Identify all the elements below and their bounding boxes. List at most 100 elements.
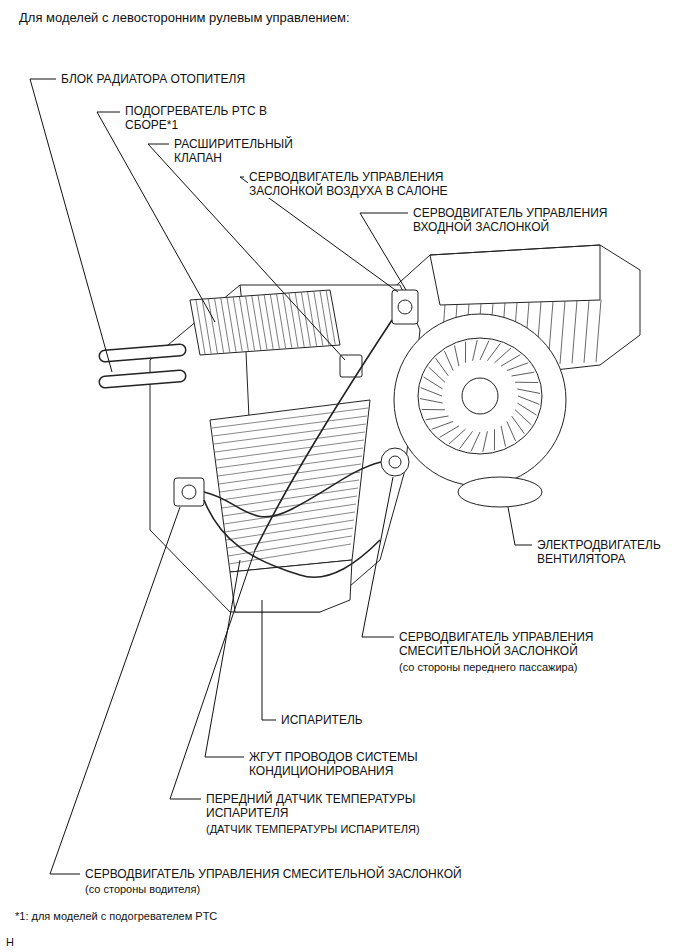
- fan-blade: [507, 363, 528, 371]
- servo-motor: [392, 290, 418, 324]
- fan-blade: [432, 421, 453, 429]
- servo-gear: [398, 300, 412, 314]
- part-label: ПЕРЕДНИЙ ДАТЧИК ТЕМПЕРАТУРЫ ИСПАРИТЕЛЯ: [205, 792, 452, 820]
- pipe: [105, 376, 180, 382]
- page-title: Для моделей с левосторонним рулевым упра…: [18, 10, 351, 26]
- fan-blade: [454, 345, 458, 366]
- evaporator: [210, 400, 370, 572]
- fin: [227, 528, 353, 548]
- fin: [326, 291, 335, 345]
- fan-blade: [517, 389, 540, 393]
- fan-blade: [460, 431, 473, 448]
- fan-blade: [449, 429, 465, 444]
- fan-blade: [494, 429, 495, 450]
- fan-blade: [471, 432, 480, 451]
- fan-hub: [462, 378, 498, 414]
- leader-line: [205, 560, 244, 757]
- leader-line: [262, 600, 276, 720]
- fin: [213, 416, 367, 436]
- fin: [212, 408, 368, 428]
- fin: [215, 432, 365, 452]
- part-label: БЛОК РАДИАТОРА ОТОПИТЕЛЯ: [60, 72, 246, 86]
- servo-motor: [174, 478, 204, 506]
- heater-fins: [196, 291, 335, 354]
- fan-blade: [501, 426, 505, 447]
- slat: [560, 301, 565, 364]
- fin: [218, 456, 362, 476]
- part-label: СЕРВОДВИГАТЕЛЬ УПРАВЛЕНИЯ ВХОДНОЙ ЗАСЛОН…: [412, 206, 646, 234]
- fan-blade: [501, 355, 520, 366]
- fin: [223, 496, 357, 516]
- fan-wheel: [418, 338, 542, 454]
- evaporator-fins: [212, 408, 368, 564]
- leader-line: [170, 550, 255, 799]
- leader-line: [30, 79, 112, 372]
- servo-motor: [381, 448, 409, 476]
- wire-harness: [204, 500, 380, 577]
- fan-blade: [440, 426, 459, 437]
- fin: [225, 512, 355, 532]
- fan-blade: [426, 416, 449, 420]
- leader-line: [508, 507, 532, 545]
- fan-blade: [421, 388, 442, 396]
- fan-blade: [512, 416, 525, 434]
- fin: [216, 440, 364, 460]
- fan-blade: [424, 377, 443, 389]
- fan-blade: [515, 410, 531, 425]
- duct-top: [430, 245, 600, 305]
- part-label: *1: для моделей с подогревателем PTC: [14, 910, 218, 923]
- wire-harness: [204, 462, 381, 517]
- blower-scroll: [394, 314, 566, 486]
- fin: [226, 520, 354, 540]
- fan-blades: [420, 340, 540, 452]
- part-label: РАСШИРИТЕЛЬНЫЙ КЛАПАН: [173, 137, 305, 165]
- fin: [229, 544, 351, 564]
- part-label: H: [5, 936, 15, 949]
- fin: [228, 536, 352, 556]
- part-label: (со стороны переднего пассажира): [398, 661, 578, 674]
- fan-blade: [507, 421, 516, 441]
- pipe: [105, 350, 180, 356]
- part-label: ЭЛЕКТРОДВИГАТЕЛЬ ВЕНТИЛЯТОРА: [536, 538, 686, 566]
- fan-blade: [518, 396, 539, 404]
- leader-line: [362, 477, 394, 637]
- pipe: [105, 376, 180, 382]
- fan-blade: [422, 409, 445, 410]
- leader-line: [50, 507, 180, 874]
- fin: [224, 504, 356, 524]
- servo-gear: [389, 456, 401, 468]
- fan-blade: [495, 348, 511, 363]
- fan-blade: [517, 403, 536, 415]
- fin: [214, 424, 366, 444]
- fan-blade: [429, 367, 445, 382]
- part-label: ЖГУТ ПРОВОДОВ СИСТЕМЫ КОНДИЦИОНИРОВАНИЯ: [248, 750, 455, 778]
- pipe: [105, 350, 180, 356]
- part-label: СЕРВОДВИГАТЕЛЬ УПРАВЛЕНИЯ ЗАСЛОНКОЙ ВОЗД…: [248, 170, 482, 198]
- lower-case: [230, 560, 352, 612]
- wire-harness: [255, 320, 392, 550]
- fan-blade: [487, 343, 500, 360]
- part-label: ПОДОГРЕВАТЕЛЬ PTC В СБОРЕ*1: [124, 104, 271, 132]
- slat: [584, 300, 589, 363]
- part-label: СЕРВОДВИГАТЕЛЬ УПРАВЛЕНИЯ СМЕСИТЕЛЬНОЙ З…: [398, 630, 632, 658]
- blower-motor: [458, 477, 542, 507]
- part-label: (ДАТЧИК ТЕМПЕРАТУРЫ ИСПАРИТЕЛЯ): [205, 823, 421, 836]
- fin: [217, 448, 363, 468]
- servo-gear: [182, 485, 196, 499]
- fan-blade: [444, 351, 453, 371]
- fan-blade: [515, 382, 538, 383]
- part-label: СЕРВОДВИГАТЕЛЬ УПРАВЛЕНИЯ СМЕСИТЕЛЬНОЙ З…: [84, 867, 463, 881]
- fan-blade: [420, 399, 443, 403]
- leader-line: [360, 213, 408, 290]
- fan-blade: [480, 341, 489, 360]
- slat: [572, 301, 577, 364]
- fan-blade: [473, 340, 478, 361]
- fan-blade: [512, 372, 535, 376]
- fan-blade: [465, 342, 466, 363]
- part-label: (со стороны водителя): [84, 883, 201, 896]
- slat: [596, 300, 601, 362]
- fan-blade: [436, 358, 449, 376]
- heater-core: [190, 290, 340, 355]
- fin: [222, 488, 358, 508]
- part-label: ИСПАРИТЕЛЬ: [280, 713, 364, 727]
